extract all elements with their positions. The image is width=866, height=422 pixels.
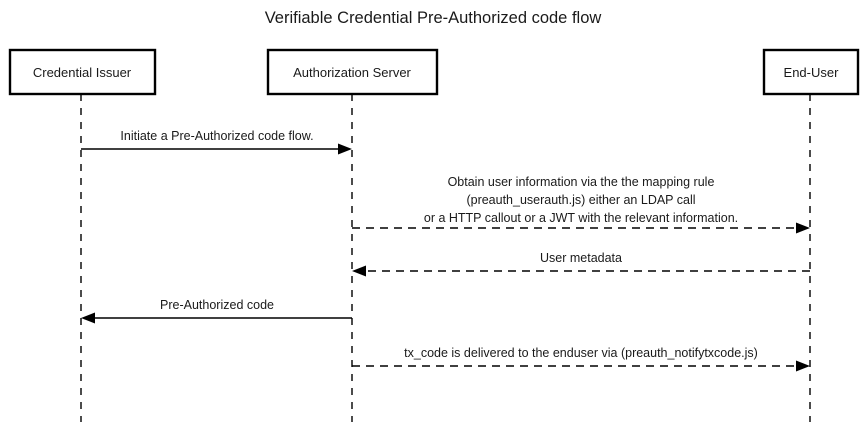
message-3-label: User metadata: [540, 251, 622, 265]
message-4-label: Pre-Authorized code: [160, 298, 274, 312]
participant-end-user[interactable]: End-User: [762, 48, 860, 96]
participant-box-end-user[interactable]: [762, 48, 860, 96]
message-1-initiate-pre-authorized-code-flow: Initiate a Pre-Authorized code flow.: [81, 129, 352, 155]
message-1-label: Initiate a Pre-Authorized code flow.: [120, 129, 313, 143]
participant-label-end-user: End-User: [784, 65, 840, 80]
message-2-obtain-user-information: Obtain user information via the the mapp…: [352, 175, 810, 234]
participant-box-credential-issuer[interactable]: [8, 48, 157, 96]
message-2-arrowhead-icon: [796, 222, 810, 234]
message-2-label-line-3: or a HTTP callout or a JWT with the rele…: [424, 211, 738, 225]
message-5-tx-code-delivered: tx_code is delivered to the enduser via …: [352, 346, 810, 372]
page-title: Verifiable Credential Pre-Authorized cod…: [265, 9, 602, 27]
participant-credential-issuer[interactable]: Credential Issuer: [8, 48, 157, 96]
participant-authorization-server[interactable]: Authorization Server: [266, 48, 439, 96]
message-4-pre-authorized-code: Pre-Authorized code: [81, 298, 352, 324]
message-5-label: tx_code is delivered to the enduser via …: [404, 346, 758, 360]
message-2-label-line-1: Obtain user information via the the mapp…: [448, 175, 715, 189]
participant-label-credential-issuer: Credential Issuer: [33, 65, 132, 80]
participant-label-authorization-server: Authorization Server: [293, 65, 411, 80]
participant-box-authorization-server[interactable]: [266, 48, 439, 96]
message-5-arrowhead-icon: [796, 360, 810, 372]
message-4-arrowhead-icon: [81, 312, 95, 324]
message-2-label-line-2: (preauth_userauth.js) either an LDAP cal…: [466, 193, 695, 207]
message-3-arrowhead-icon: [352, 265, 366, 277]
message-3-user-metadata: User metadata: [352, 251, 810, 277]
message-1-arrowhead-icon: [338, 143, 352, 155]
